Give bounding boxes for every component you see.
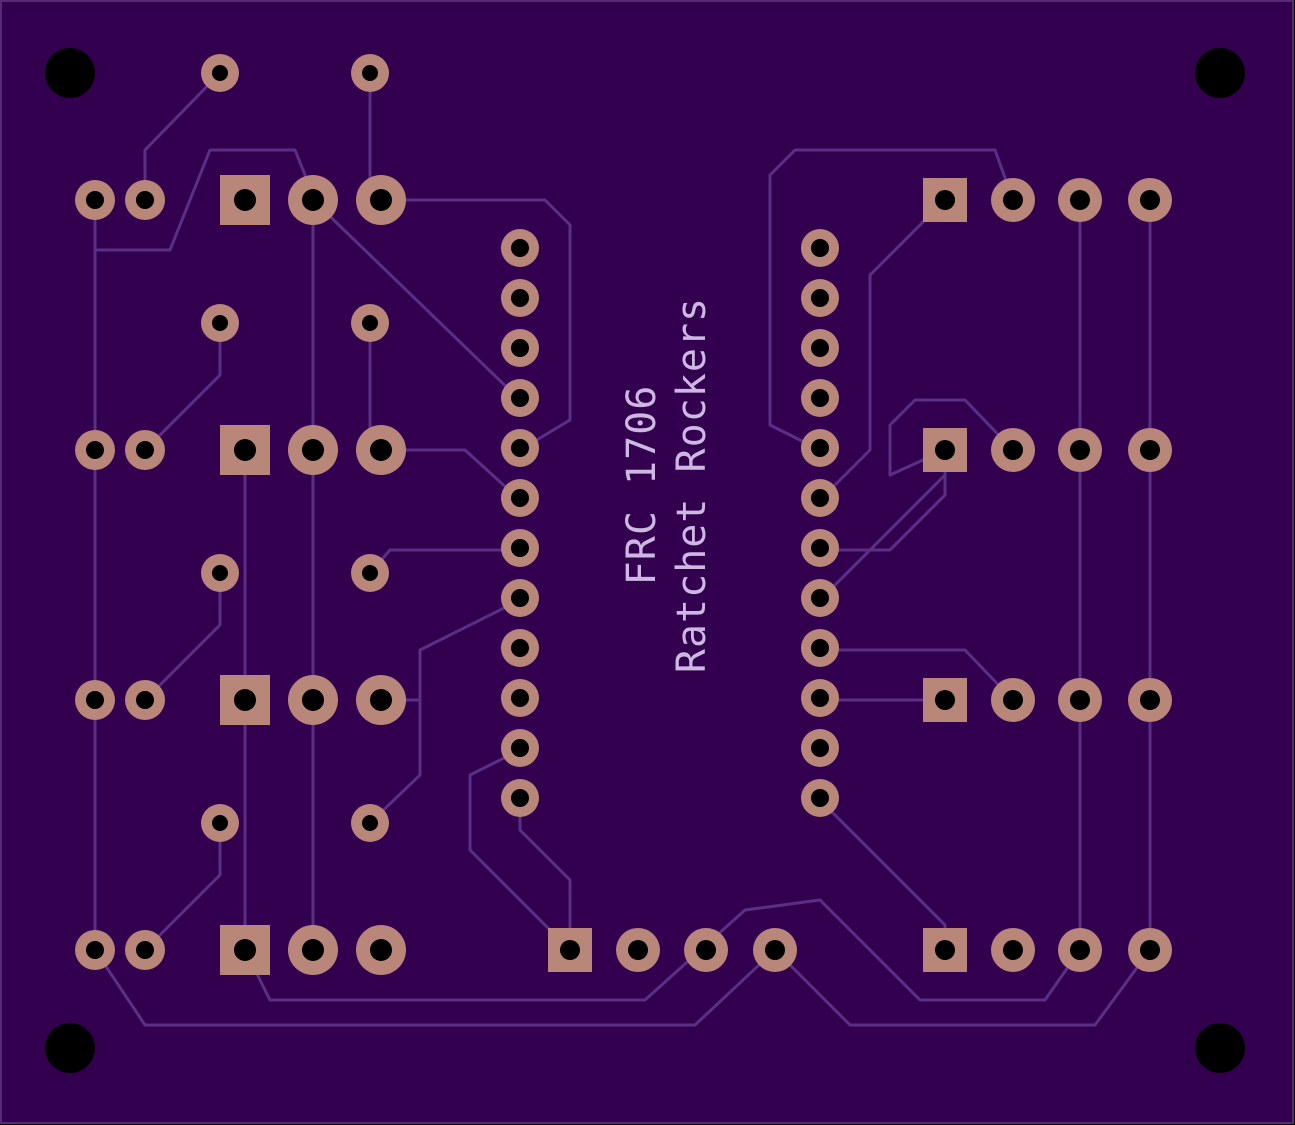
pad-ic-right-8-drill: [811, 589, 829, 607]
pad-conn-a-3-drill: [1003, 690, 1023, 710]
pad-ic-left-8-drill: [511, 589, 529, 607]
pad-conn-b-3-drill: [1070, 690, 1090, 710]
pad-square-left-4-drill: [234, 939, 256, 961]
pad-left-a-3-drill: [86, 691, 104, 709]
pad-left-b-3-drill: [136, 691, 154, 709]
pad-conn-square-2-drill: [935, 440, 955, 460]
pad-ic-left-5-drill: [511, 439, 529, 457]
trace-29: [818, 473, 947, 602]
pad-conn-a-4-drill: [1003, 940, 1023, 960]
pad-test-b-3-drill: [362, 565, 378, 581]
pad-square-left-3-drill: [234, 689, 256, 711]
pad-square-left-1-drill: [234, 189, 256, 211]
pad-conn-square-3-drill: [935, 690, 955, 710]
pad-conn-c-2-drill: [1140, 440, 1160, 460]
trace-19: [93, 948, 777, 1027]
pad-left-a-2-drill: [86, 441, 104, 459]
trace-25: [818, 198, 947, 502]
pad-round-mid-1-drill: [302, 189, 324, 211]
pad-test-b-2-drill: [362, 315, 378, 331]
trace-4: [93, 148, 317, 252]
pad-left-b-4-drill: [136, 941, 154, 959]
pad-test-b-1-drill: [362, 65, 378, 81]
pad-conn-c-3-drill: [1140, 690, 1160, 710]
pad-ic-right-6-drill: [811, 489, 829, 507]
pad-conn-b-4-drill: [1070, 940, 1090, 960]
pad-ic-right-2-drill: [811, 289, 829, 307]
silkscreen-team-number: FRC 1706: [619, 385, 665, 586]
trace-16: [368, 648, 422, 825]
silkscreen-layer: FRC 1706 Ratchet Rockers: [619, 297, 715, 673]
pad-conn-a-1-drill: [1003, 190, 1023, 210]
pad-round-right-2-drill: [370, 439, 392, 461]
pad-ic-left-7-drill: [511, 539, 529, 557]
pad-conn-square-1-drill: [935, 190, 955, 210]
pad-conn-c-1-drill: [1140, 190, 1160, 210]
trace-20: [243, 898, 1082, 1002]
pad-left-b-2-drill: [136, 441, 154, 459]
pad-round-right-3-drill: [370, 689, 392, 711]
trace-26: [768, 148, 1015, 452]
pad-ic-right-4-drill: [811, 389, 829, 407]
pad-ic-left-4-drill: [511, 389, 529, 407]
pad-ic-right-1-drill: [811, 239, 829, 257]
pad-header-3-drill: [696, 940, 716, 960]
pad-conn-b-1-drill: [1070, 190, 1090, 210]
pad-left-a-4-drill: [86, 941, 104, 959]
pad-round-right-1-drill: [370, 189, 392, 211]
pad-test-a-3-drill: [212, 565, 228, 581]
pad-ic-right-9-drill: [811, 639, 829, 657]
pad-ic-left-11-drill: [511, 739, 529, 757]
pad-header-2-drill: [628, 940, 648, 960]
pad-ic-left-1-drill: [511, 239, 529, 257]
pad-header-4-drill: [765, 940, 785, 960]
trace-30: [818, 648, 1015, 702]
pad-left-b-1-drill: [136, 191, 154, 209]
pad-round-right-4-drill: [370, 939, 392, 961]
component-pads: [75, 54, 1172, 975]
pad-ic-right-7-drill: [811, 539, 829, 557]
trace-11: [378, 448, 522, 502]
pad-ic-left-2-drill: [511, 289, 529, 307]
trace-6: [311, 198, 522, 402]
mounting-hole-1: [45, 48, 95, 98]
mounting-holes: [45, 48, 1245, 1073]
mounting-hole-3: [45, 1023, 95, 1073]
pad-ic-right-10-drill: [811, 689, 829, 707]
pad-left-a-1-drill: [86, 191, 104, 209]
pad-test-a-1-drill: [212, 65, 228, 81]
pad-test-a-4-drill: [212, 815, 228, 831]
pad-test-a-2-drill: [212, 315, 228, 331]
pad-conn-c-4-drill: [1140, 940, 1160, 960]
pad-ic-left-3-drill: [511, 339, 529, 357]
pad-conn-square-4-drill: [935, 940, 955, 960]
trace-28: [818, 448, 947, 552]
pad-round-mid-4-drill: [302, 939, 324, 961]
pad-round-mid-2-drill: [302, 439, 324, 461]
pad-ic-left-6-drill: [511, 489, 529, 507]
mounting-hole-4: [1195, 1023, 1245, 1073]
pad-ic-right-12-drill: [811, 789, 829, 807]
pad-ic-right-5-drill: [811, 439, 829, 457]
pad-square-left-2-drill: [234, 439, 256, 461]
silkscreen-team-name: Ratchet Rockers: [669, 297, 715, 673]
pad-ic-right-11-drill: [811, 739, 829, 757]
trace-7: [378, 198, 572, 452]
pad-ic-right-3-drill: [811, 339, 829, 357]
pad-ic-left-9-drill: [511, 639, 529, 657]
pad-ic-left-12-drill: [511, 789, 529, 807]
pad-header-square-drill: [560, 940, 580, 960]
pad-conn-a-2-drill: [1003, 440, 1023, 460]
pad-ic-left-10-drill: [511, 689, 529, 707]
pad-round-mid-3-drill: [302, 689, 324, 711]
trace-17: [468, 748, 572, 952]
trace-27: [888, 398, 1015, 477]
pad-conn-b-2-drill: [1070, 440, 1090, 460]
pad-test-b-4-drill: [362, 815, 378, 831]
mounting-hole-2: [1195, 48, 1245, 98]
trace-21: [773, 948, 1152, 1027]
